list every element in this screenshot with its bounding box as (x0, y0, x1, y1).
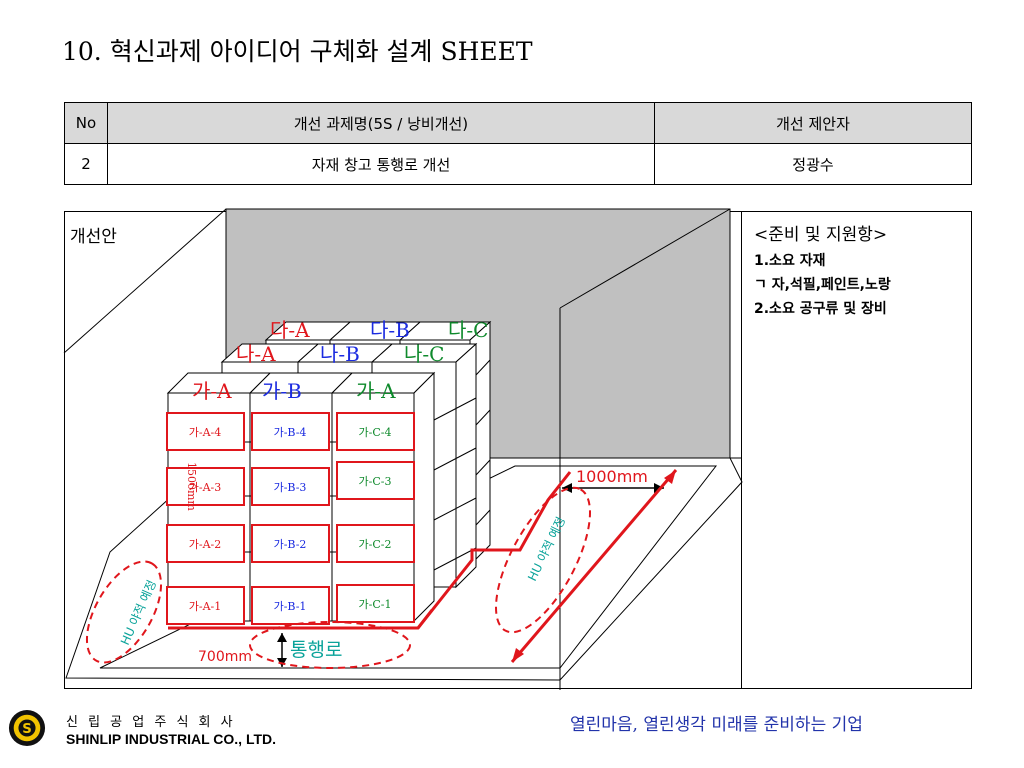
cell-label: 가-A-4 (189, 426, 222, 439)
height-dimension-label: 1500mm (185, 462, 198, 511)
table-row: 2 자재 창고 통행로 개선 정광수 (64, 143, 972, 185)
task-info-table: No 개선 과제명(5S / 낭비개선) 개선 제안자 2 자재 창고 통행로 … (64, 102, 972, 185)
table-header-row: No 개선 과제명(5S / 낭비개선) 개선 제안자 (64, 102, 972, 144)
left-zone-label: HU 야적 예정 (118, 578, 159, 647)
room-edge (63, 208, 227, 354)
back-label-b: 다-B (370, 318, 410, 342)
front-label-c: 가-A (356, 379, 396, 403)
floor-outline (65, 457, 743, 681)
cell-label: 가-C-1 (359, 598, 392, 611)
middle-label-a: 나-A (236, 342, 276, 366)
cell-label: 가-C-4 (359, 426, 392, 439)
cell-label: 가-B-3 (274, 481, 307, 494)
front-label-a: 가-A (192, 379, 232, 403)
cell-label: 가-C-2 (359, 538, 392, 551)
support-panel: <준비 및 지원항> 1.소요 자재 ㄱ 자,석필,페인트,노랑 2.소요 공구… (741, 211, 972, 689)
support-line: 2.소요 공구류 및 장비 (754, 301, 887, 317)
support-line: 1.소요 자재 (754, 253, 826, 269)
floor-marking-line (416, 609, 434, 629)
header-task-name: 개선 과제명(5S / 낭비개선) (107, 102, 655, 144)
dimension-1000: 1000mm (510, 467, 678, 663)
svg-text:S: S (22, 722, 32, 737)
room-edge (559, 208, 731, 309)
back-label-c: 다-C (448, 318, 488, 342)
width-right-label: 1000mm (576, 467, 648, 486)
right-zone-label: HU 야적 예정 (525, 515, 568, 584)
company-name-english: SHINLIP INDUSTRIAL CO., LTD. (66, 731, 277, 747)
header-no: No (64, 102, 108, 144)
page-title: 10. 혁신과제 아이디어 구체화 설계 SHEET (62, 37, 533, 66)
company-slogan: 열린마음, 열린생각 미래를 준비하는 기업 (570, 715, 863, 735)
aisle-label: 통행로 (290, 639, 342, 661)
middle-label-c: 나-C (404, 342, 444, 366)
cell-label: 가-A-1 (189, 600, 222, 613)
cell-task-name: 자재 창고 통행로 개선 (107, 143, 655, 185)
cell-label: 가-B-1 (274, 600, 307, 613)
cell-label: 가-B-4 (274, 426, 307, 439)
company-name-korean: 신 립 공 업 주 식 회 사 (66, 715, 236, 730)
cell-label: 가-A-2 (189, 538, 222, 551)
header-proposer: 개선 제안자 (654, 102, 972, 144)
right-storage-zone: HU 야적 예정 (495, 486, 591, 634)
aisle-dimension: 700mm 통행로 (198, 621, 411, 669)
cell-proposer: 정광수 (654, 143, 972, 185)
diagram-label: 개선안 (70, 227, 117, 247)
cell-label: 가-B-2 (274, 538, 307, 551)
support-line: ㄱ 자,석필,페인트,노랑 (754, 277, 891, 293)
back-label-a: 다-A (270, 318, 310, 342)
cell-label: 가-A-3 (189, 481, 222, 494)
support-heading: <준비 및 지원항> (754, 225, 888, 245)
cell-frames (166, 412, 415, 625)
cell-label: 가-C-3 (359, 475, 392, 488)
left-storage-zone: HU 야적 예정 (85, 560, 163, 664)
company-logo-icon: S (8, 709, 46, 747)
width-front-label: 700mm (198, 649, 252, 665)
middle-label-b: 나-B (320, 342, 360, 366)
front-label-b: 가-B (262, 379, 302, 403)
